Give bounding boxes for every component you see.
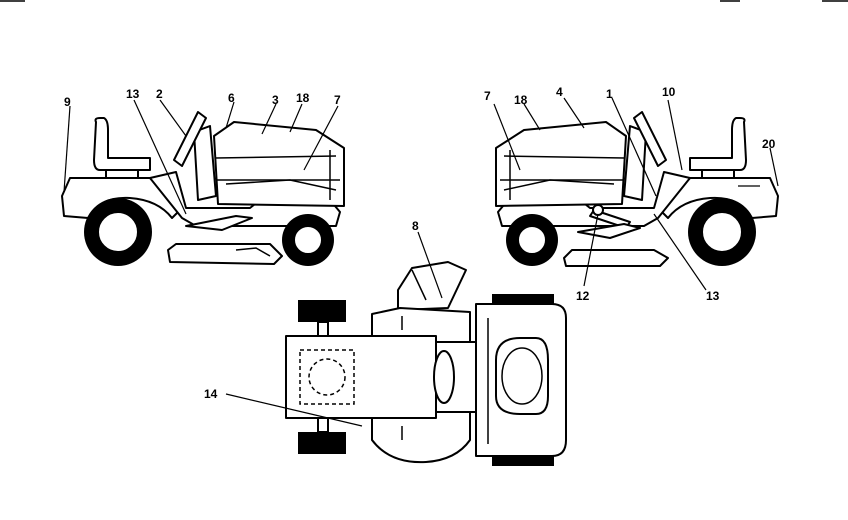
dashboard [193, 125, 217, 201]
seat-top [495, 337, 549, 415]
callout-9: 9 [64, 95, 71, 109]
right-callouts: 7 18 4 1 10 20 12 13 [484, 85, 776, 303]
callout-3-left: 3 [272, 93, 279, 107]
mower-deck [563, 249, 669, 267]
top-callouts: 8 14 [204, 219, 419, 401]
callout-7-right: 7 [484, 89, 491, 103]
tractor-top-view [225, 231, 567, 466]
dashboard [623, 125, 647, 201]
callout-12: 12 [576, 289, 590, 303]
callout-14: 14 [204, 387, 218, 401]
mower-deck [167, 243, 283, 265]
hood [495, 121, 627, 207]
callout-4: 4 [556, 85, 563, 99]
engine-outline [299, 349, 355, 405]
callout-13-right: 13 [706, 289, 720, 303]
callout-6: 6 [228, 91, 235, 105]
hood [213, 121, 345, 207]
seat [93, 117, 151, 171]
callout-7-left: 7 [334, 93, 341, 107]
tractor-right-view [493, 97, 779, 291]
steering-wheel [173, 111, 207, 167]
callout-1: 1 [606, 87, 613, 101]
callout-18-left: 18 [296, 91, 310, 105]
rear-left-wheel [492, 294, 554, 304]
callout-18-right: 18 [514, 93, 528, 107]
front-right-wheel [298, 432, 346, 454]
tractor-left-view [61, 99, 345, 266]
steering-wheel [633, 111, 667, 167]
callout-10: 10 [662, 85, 676, 99]
rear-right-wheel [492, 456, 554, 466]
front-left-wheel [298, 300, 346, 322]
foot-rest [185, 215, 253, 231]
left-callouts: 9 13 2 6 3 18 7 [64, 87, 341, 109]
callout-20: 20 [762, 137, 776, 151]
callout-8: 8 [412, 219, 419, 233]
seat [689, 117, 747, 171]
callout-13-left: 13 [126, 87, 140, 101]
callout-2: 2 [156, 87, 163, 101]
